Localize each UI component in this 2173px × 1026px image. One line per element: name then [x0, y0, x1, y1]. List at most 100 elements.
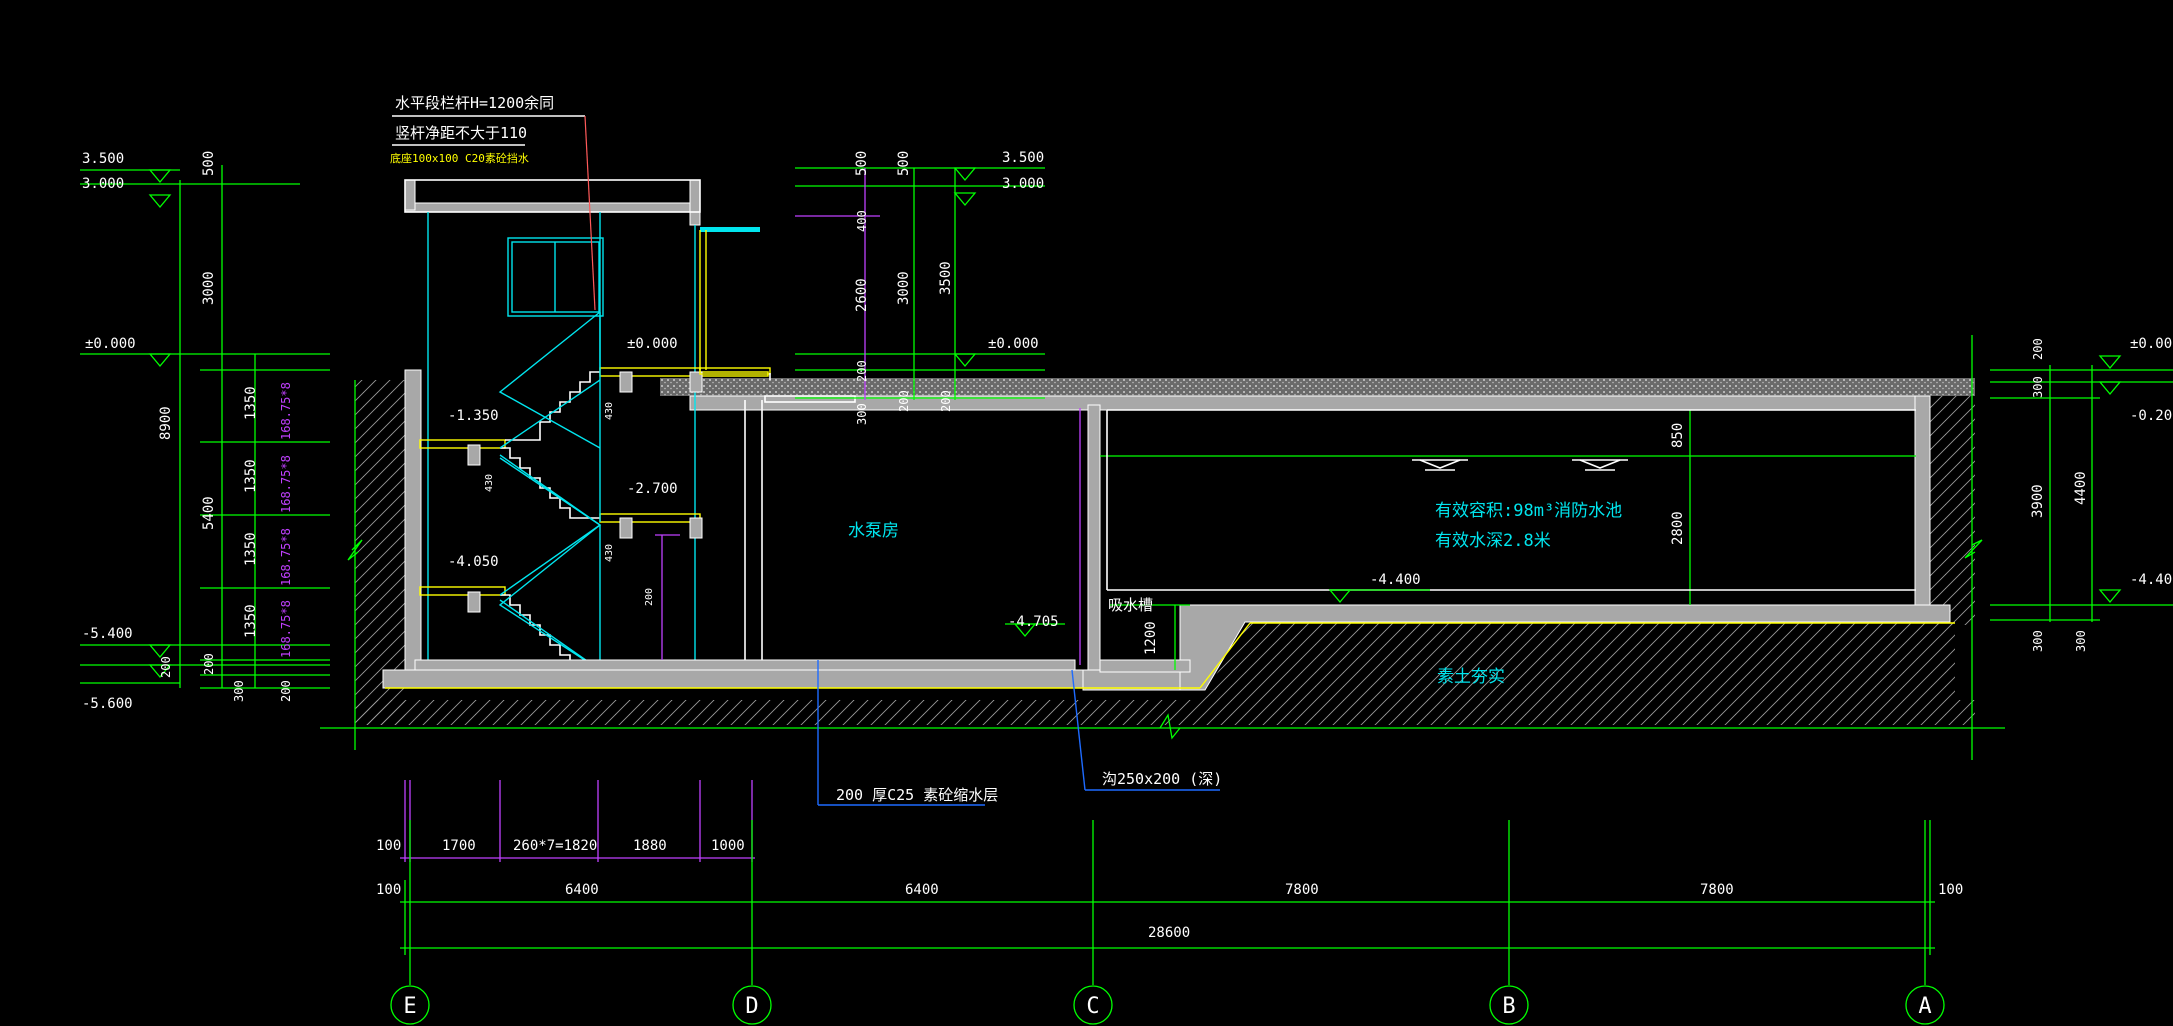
- right-elev-m0200: -0.200: [2130, 408, 2173, 424]
- right-elev-0: ±0.000: [2130, 336, 2173, 352]
- mid-dim-200c: 200: [939, 390, 953, 412]
- stair-dim-4: 168.75*8: [279, 600, 293, 658]
- left-elev-m5400: -5.400: [82, 626, 133, 642]
- break-mark-right: [1964, 539, 1983, 559]
- stair-small-b: 430: [484, 474, 495, 492]
- mid-dim-3500: 3500: [938, 261, 954, 295]
- concrete-structure: [382, 179, 1951, 691]
- axis-bubbles: [390, 985, 1945, 1025]
- left-dim-300: 300: [232, 680, 246, 702]
- bottom-dim-row2-5: 100: [1938, 882, 1963, 898]
- bottom-dim-row1-0: 100: [376, 838, 401, 854]
- stair-small-c: 430: [604, 544, 615, 562]
- waterproof-layer-label: 200 厚C25 素砼缩水层: [836, 786, 998, 804]
- stair-dim-3: 168.75*8: [279, 528, 293, 586]
- left-elev-3500: 3.500: [82, 151, 124, 167]
- mid-dim-3000: 3000: [896, 271, 912, 305]
- axis-bubble-a: [1905, 985, 1945, 1025]
- axis-label-a: A: [1918, 994, 1931, 1019]
- stair-level-m2700: -2.700: [627, 481, 678, 497]
- tank-dim-2800: 2800: [1670, 511, 1686, 545]
- note-railing-spacing: 竖杆净距不大于110: [395, 124, 527, 142]
- stair-level-m4050: -4.050: [448, 554, 499, 570]
- rooms: [385, 395, 1955, 689]
- bottom-dim-row2-3: 7800: [1285, 882, 1319, 898]
- stair-core: [404, 179, 771, 671]
- right-dim-4400: 4400: [2073, 471, 2089, 505]
- right-dim-300c: 300: [2074, 630, 2088, 652]
- axis-label-e: E: [403, 994, 416, 1019]
- left-dim-200c: 200: [279, 680, 293, 702]
- right-dimension-lines: [1005, 355, 2173, 638]
- stair-dim-1: 168.75*8: [279, 382, 293, 440]
- left-elev-m5600: -5.600: [82, 696, 133, 712]
- labels: 水平段栏杆H=1200余同 竖杆净距不大于110 底座100x100 C20素砼…: [82, 94, 2173, 1019]
- axis-bubble-b: [1489, 985, 1529, 1025]
- mid-elev-m4705: -4.705: [1008, 614, 1059, 630]
- right-dim-300a: 300: [2031, 376, 2045, 398]
- stair-small-a: 430: [604, 402, 615, 420]
- mid-dim-200b: 200: [897, 390, 911, 412]
- bottom-dim-total: 28600: [1148, 925, 1190, 941]
- mid-elev-3000: 3.000: [1002, 176, 1044, 192]
- note-curb: 底座100x100 C20素砼挡水: [390, 151, 529, 165]
- soil-label: 素土夯实: [1437, 667, 1505, 687]
- mid-dim-400: 400: [855, 210, 869, 232]
- stair-small-d: 200: [644, 588, 655, 606]
- trench-label: 沟250x200 (深): [1102, 770, 1222, 788]
- bottom-dim-row2-1: 6400: [565, 882, 599, 898]
- left-dim-500: 500: [201, 151, 217, 176]
- bottom-dimension-lines: [400, 780, 1935, 985]
- mid-dim-500b: 500: [896, 151, 912, 176]
- bottom-dim-row1-2: 260*7=1820: [513, 838, 597, 854]
- mid-dim-2600: 2600: [854, 278, 870, 312]
- axis-label-c: C: [1086, 994, 1099, 1019]
- mid-dim-200a: 200: [855, 360, 869, 382]
- left-dim-1350d: 1350: [243, 604, 259, 638]
- left-dim-3000: 3000: [201, 271, 217, 305]
- right-dim-200: 200: [2031, 338, 2045, 360]
- left-dim-1350c: 1350: [243, 532, 259, 566]
- bottom-dim-row1-3: 1880: [633, 838, 667, 854]
- mid-dimension-lines: [795, 167, 1045, 400]
- mid-dim-500a: 500: [854, 151, 870, 176]
- sump-label: 吸水槽: [1108, 596, 1153, 614]
- left-dimension-lines: [80, 165, 330, 689]
- stair-level-0: ±0.000: [627, 336, 678, 352]
- tank-dim-850: 850: [1670, 423, 1686, 448]
- sump-dim-1200: 1200: [1143, 621, 1159, 655]
- bottom-dim-row1-4: 1000: [711, 838, 745, 854]
- axis-bubble-e: [390, 985, 430, 1025]
- tank-capacity-label: 有效容积:98m³消防水池: [1435, 501, 1622, 521]
- note-railing-height: 水平段栏杆H=1200余同: [395, 94, 554, 112]
- break-mark-left: [347, 539, 363, 561]
- bottom-dim-row2-4: 7800: [1700, 882, 1734, 898]
- bottom-dim-row2-0: 100: [376, 882, 401, 898]
- axis-bubble-c: [1073, 985, 1113, 1025]
- mid-elev-3500: 3.500: [1002, 150, 1044, 166]
- leaders: [392, 115, 1220, 806]
- soil-hatch: [355, 378, 1975, 725]
- pump-room-label: 水泵房: [848, 521, 899, 541]
- tank-elev-m4400: -4.400: [1370, 572, 1421, 588]
- left-dim-8900: 8900: [158, 406, 174, 440]
- left-elev-0: ±0.000: [85, 336, 136, 352]
- right-dim-3900: 3900: [2030, 484, 2046, 518]
- bottom-dim-row1-1: 1700: [442, 838, 476, 854]
- right-elev-m4400: -4.400: [2130, 572, 2173, 588]
- axis-label-d: D: [745, 994, 758, 1019]
- mid-dim-300: 300: [855, 403, 869, 425]
- stair-level-m1350: -1.350: [448, 408, 499, 424]
- tank-depth-label: 有效水深2.8米: [1435, 531, 1551, 551]
- axis-bubble-d: [732, 985, 772, 1025]
- axis-label-b: B: [1502, 994, 1515, 1019]
- left-dim-1350a: 1350: [243, 386, 259, 420]
- left-dim-200b: 200: [202, 653, 216, 675]
- left-elev-3000: 3.000: [82, 176, 124, 192]
- mid-elev-0: ±0.000: [988, 336, 1039, 352]
- break-mark: [1159, 713, 1181, 740]
- right-dim-300b: 300: [2031, 630, 2045, 652]
- bottom-dim-row2-2: 6400: [905, 882, 939, 898]
- left-dim-200a: 200: [159, 656, 173, 678]
